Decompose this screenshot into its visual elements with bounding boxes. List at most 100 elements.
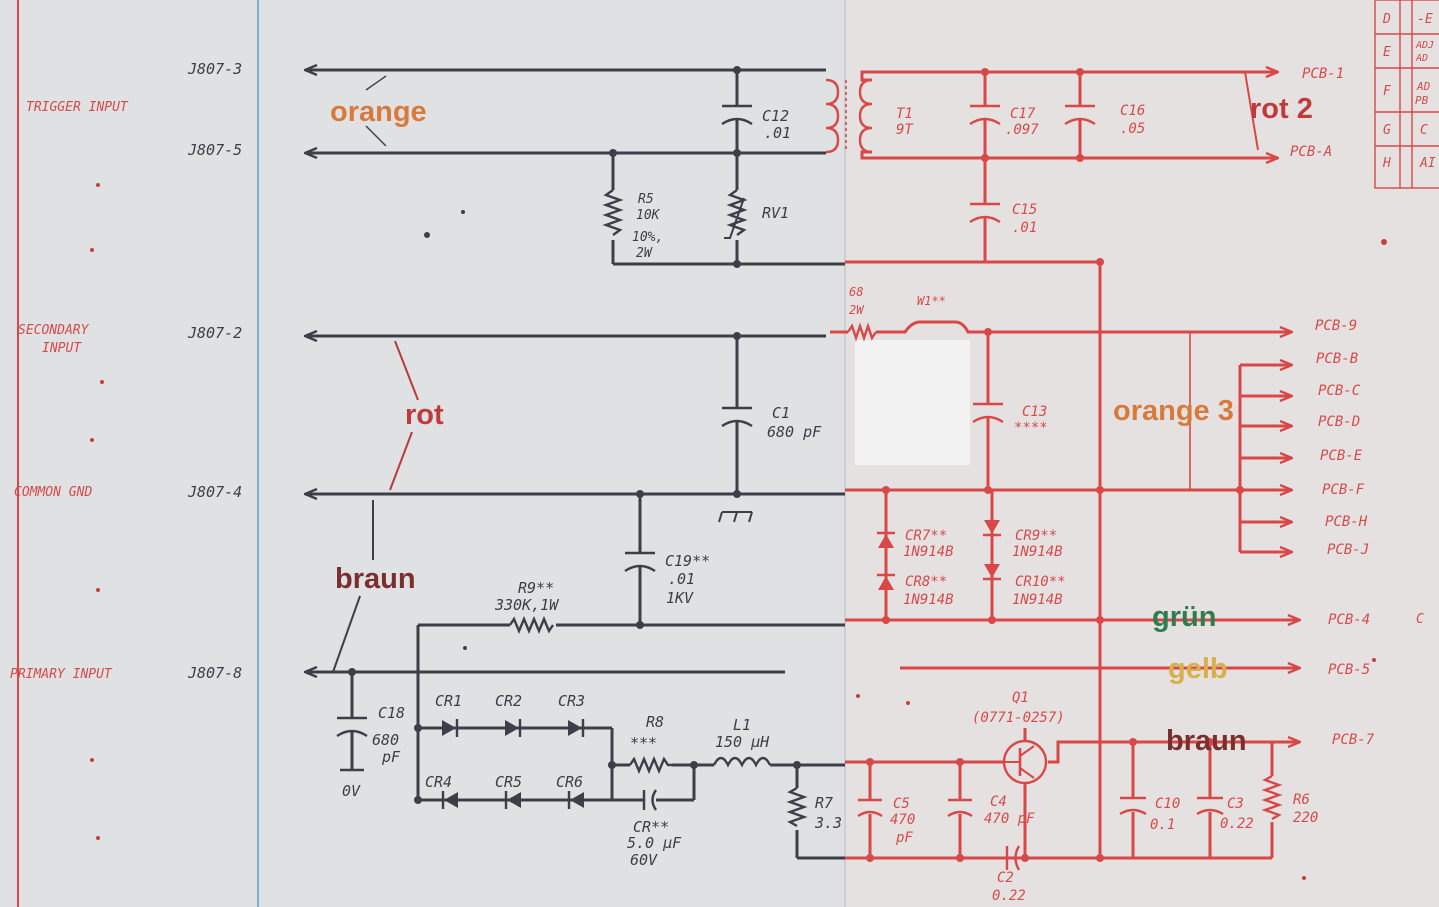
label-cr3: CR3 — [558, 692, 585, 710]
label-c15: C15 — [1012, 202, 1037, 218]
c13-capacitor — [972, 402, 1004, 424]
label-cr4: CR4 — [425, 773, 452, 791]
diode-cr5 — [504, 791, 521, 809]
red-wiring — [825, 68, 1300, 862]
table-cell-f2: PB — [1415, 94, 1429, 107]
label-c12: C12 — [762, 107, 789, 125]
diode-cr9 — [983, 520, 1001, 537]
unit-c18: pF — [381, 748, 401, 766]
label-t1: T1 — [896, 106, 913, 122]
connector-j807-5: J807-5 — [187, 141, 242, 159]
label-secondary-1: SECONDARY — [18, 323, 90, 338]
annotation-gelb: gelb — [1168, 653, 1228, 685]
label-c16: C16 — [1120, 103, 1145, 119]
wire-pcb-9 — [876, 320, 1292, 332]
type-cr10: 1N914B — [1012, 592, 1063, 608]
c3-capacitor — [1196, 796, 1224, 816]
power-r68: 2W — [849, 303, 865, 317]
value-c4: 470 pF — [984, 811, 1035, 827]
diode-cr10 — [983, 564, 1001, 581]
table-row-e: E — [1383, 45, 1391, 60]
label-c19: C19** — [665, 552, 710, 570]
type-cr8: 1N914B — [903, 592, 954, 608]
wire-pcb-a — [860, 150, 1278, 158]
label-c2: C2 — [997, 870, 1014, 886]
cr-capacitor-bottom — [642, 789, 658, 811]
value-r6: 220 — [1293, 810, 1318, 826]
pcb-b-label: PCB-B — [1316, 351, 1358, 367]
value-r8: *** — [630, 734, 657, 752]
c1-capacitor — [721, 406, 753, 428]
label-w1: W1** — [917, 294, 946, 308]
c12-capacitor — [721, 104, 753, 126]
pcb-a-label: PCB-A — [1290, 144, 1332, 160]
pcb-j-label: PCB-J — [1327, 542, 1369, 558]
connector-j807-8: J807-8 — [187, 664, 242, 682]
pcb-7-label: PCB-7 — [1332, 732, 1375, 748]
value-r5: 10K — [636, 208, 661, 223]
table-cell-h: AI — [1419, 156, 1436, 171]
label-r7: R7 — [815, 794, 833, 812]
paper-left — [0, 0, 845, 907]
annotation-orange-3: orange 3 — [1113, 395, 1234, 427]
label-primary-input: PRIMARY INPUT — [10, 667, 113, 682]
diode-cr4 — [441, 791, 458, 809]
rating-cr-bottom: 60V — [630, 851, 658, 869]
c2-capacitor — [1005, 845, 1021, 871]
pcb-f-label: PCB-F — [1322, 482, 1365, 498]
c19-capacitor — [624, 551, 656, 573]
paper-erased-patch — [855, 340, 970, 465]
revision-table — [1374, 0, 1439, 189]
label-rv1: RV1 — [762, 204, 789, 222]
label-r6: R6 — [1293, 792, 1310, 808]
pcb-c-label: PCB-C — [1318, 383, 1361, 399]
wire-pcb-7 — [1048, 742, 1300, 764]
label-secondary-2: INPUT — [42, 341, 82, 356]
value-c18: 680 — [372, 731, 399, 749]
annotation-orange: orange — [330, 96, 427, 128]
value-c13: **** — [1014, 420, 1048, 436]
r6-resistor — [1261, 774, 1283, 821]
rating-c19: 1KV — [666, 589, 694, 607]
r7-resistor — [786, 786, 808, 828]
label-r9: R9** — [518, 579, 554, 597]
diode-cr3 — [568, 719, 585, 737]
connector-j807-2: J807-2 — [187, 324, 242, 342]
diode-cr1 — [442, 719, 459, 737]
label-r8: R8 — [646, 713, 664, 731]
label-cr6: CR6 — [556, 773, 583, 791]
c16-capacitor — [1064, 104, 1096, 126]
table-cell-e2: AD — [1415, 53, 1428, 64]
pcb-e-label: PCB-E — [1320, 448, 1363, 464]
c5-capacitor — [857, 798, 883, 818]
c15-capacitor — [969, 202, 1001, 224]
unit-c5: pF — [895, 830, 913, 846]
r68-resistor — [847, 322, 877, 342]
label-cr2: CR2 — [495, 692, 522, 710]
annotation-callouts — [332, 75, 419, 673]
label-cr5: CR5 — [495, 773, 522, 791]
connector-j807-3: J807-3 — [187, 60, 242, 78]
label-c17: C17 — [1010, 106, 1036, 122]
label-c18: C18 — [378, 704, 405, 722]
label-cr-bottom: CR** — [633, 818, 669, 836]
annotation-rot: rot — [405, 399, 444, 431]
label-cr10: CR10** — [1015, 574, 1066, 590]
diode-cr2 — [505, 719, 522, 737]
value-c19: .01 — [668, 570, 695, 588]
value-r9: 330K,1W — [494, 596, 560, 614]
l1-inductor — [712, 756, 772, 768]
label-r68: 68 — [849, 285, 863, 299]
value-c5: 470 — [890, 812, 915, 828]
table-cell-g: C — [1420, 123, 1428, 138]
value-c10: 0.1 — [1150, 817, 1175, 833]
label-cr8: CR8** — [905, 574, 947, 590]
r9-resistor — [509, 615, 554, 635]
label-cr1: CR1 — [435, 692, 462, 710]
r5-resistor — [602, 189, 624, 236]
table-row-d: D — [1382, 12, 1391, 27]
label-c4: C4 — [990, 794, 1007, 810]
wire-pcb-1 — [860, 72, 1278, 82]
